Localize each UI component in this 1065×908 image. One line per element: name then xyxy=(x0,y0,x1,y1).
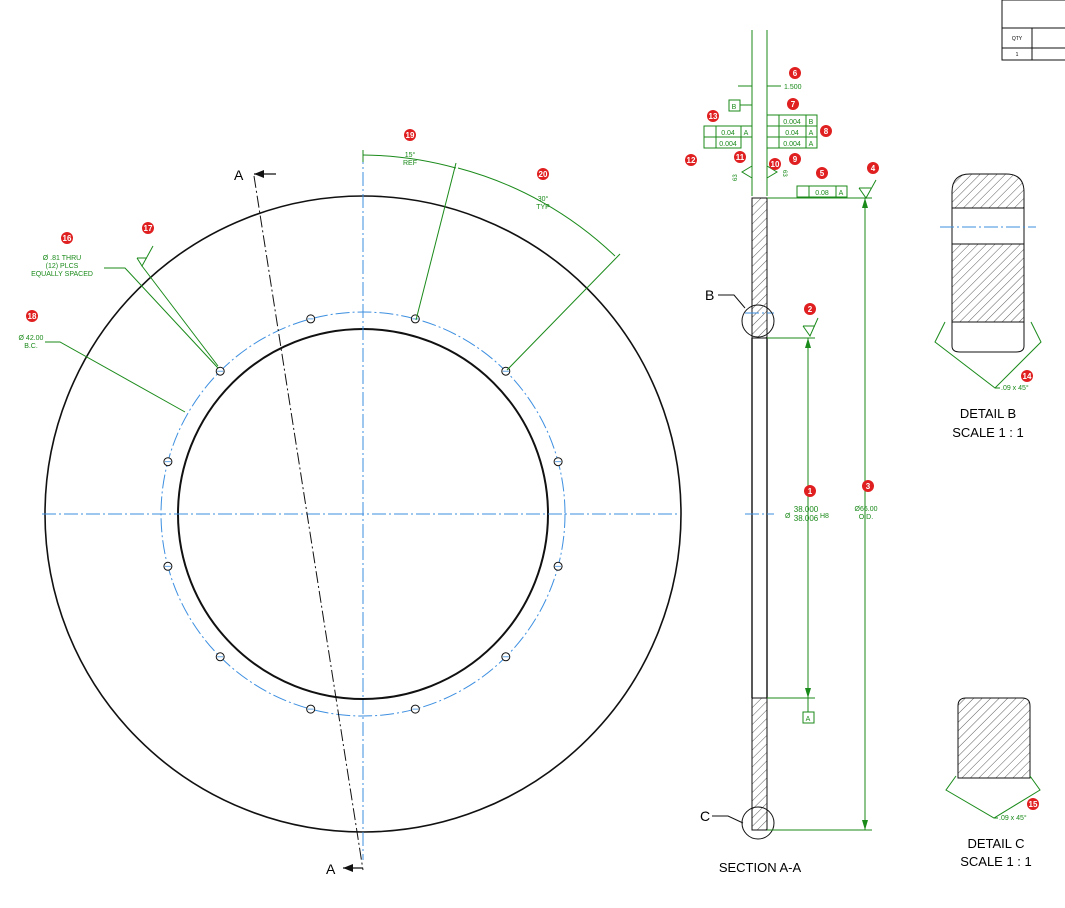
svg-text:20: 20 xyxy=(539,170,548,179)
balloon-9: 9 xyxy=(789,153,801,165)
frame-8-datum: A xyxy=(809,130,814,137)
balloon-14: 14 xyxy=(1021,370,1033,382)
frame-13b-value: 0.004 xyxy=(719,141,737,148)
balloon-20: 20 xyxy=(537,168,549,180)
detail-b-scale: SCALE 1 : 1 xyxy=(952,425,1024,440)
detail-c-mark: C xyxy=(700,808,710,824)
section-cut-line xyxy=(253,175,364,871)
balloon-12: 12 xyxy=(685,154,697,166)
balloon-6: 6 xyxy=(789,67,801,79)
svg-text:3: 3 xyxy=(866,482,871,491)
balloon-5: 5 xyxy=(816,167,828,179)
front-view: A A xyxy=(42,150,682,877)
balloon-16: 16 xyxy=(61,232,73,244)
balloon-1: 1 xyxy=(804,485,816,497)
section-dimensions: Ø66.00 O.D. Ø 38.000 38.006 H8 A 1.500 B… xyxy=(703,30,878,831)
bore-lower: 38.006 xyxy=(794,514,819,523)
angle-30-typ: TYP xyxy=(536,204,550,211)
svg-text:14: 14 xyxy=(1023,372,1032,381)
angle-15-ref: REF xyxy=(403,160,417,167)
bore-upper: 38.000 xyxy=(794,505,819,514)
frame-7-datum: B xyxy=(809,119,814,126)
section-label: SECTION A-A xyxy=(719,860,802,875)
detail-b-title: DETAIL B xyxy=(960,406,1016,421)
balloon-3: 3 xyxy=(862,480,874,492)
frame-5-datum: A xyxy=(839,190,844,197)
balloons: 1 2 3 4 5 6 7 8 9 10 11 12 13 14 15 16 1… xyxy=(26,67,1039,810)
frame-7-value: 0.004 xyxy=(783,119,801,126)
frame-9-value: 0.004 xyxy=(783,141,801,148)
section-mark-bottom: A xyxy=(326,861,336,877)
thickness-dim: 1.500 xyxy=(784,84,802,91)
balloon-18: 18 xyxy=(26,310,38,322)
angle-30: 30° xyxy=(538,195,549,203)
hole-callout-3: EQUALLY SPACED xyxy=(31,271,93,278)
frame-9-datum: A xyxy=(809,141,814,148)
datum-b: B xyxy=(732,104,737,111)
chamfer-b: .09 x 45° xyxy=(1001,384,1029,392)
svg-text:13: 13 xyxy=(709,112,718,121)
svg-text:2: 2 xyxy=(808,305,813,314)
datum-a: A xyxy=(806,716,811,723)
roughness-left: 63 xyxy=(733,174,739,181)
balloon-17: 17 xyxy=(142,222,154,234)
frame-8-value: 0.04 xyxy=(785,130,799,137)
balloon-8: 8 xyxy=(820,125,832,137)
svg-text:7: 7 xyxy=(791,100,796,109)
svg-text:4: 4 xyxy=(871,164,876,173)
od-dim: Ø66.00 xyxy=(855,506,878,513)
svg-text:12: 12 xyxy=(687,156,696,165)
svg-text:5: 5 xyxy=(820,169,825,178)
balloon-4: 4 xyxy=(867,162,879,174)
bc-callout-1: Ø 42.00 xyxy=(19,335,44,342)
frame-13a-value: 0.04 xyxy=(721,130,735,137)
bc-callout-2: B.C. xyxy=(24,343,38,350)
qty-header: QTY xyxy=(1012,36,1023,42)
section-view: B C SECTION A-A xyxy=(700,197,802,875)
svg-text:6: 6 xyxy=(793,69,798,78)
roughness-right: 63 xyxy=(781,170,787,177)
svg-text:8: 8 xyxy=(824,127,829,136)
hole-callout-2: (12) PLCS xyxy=(46,263,79,270)
balloon-19: 19 xyxy=(404,129,416,141)
balloon-10: 10 xyxy=(769,158,781,170)
detail-b-mark: B xyxy=(705,287,714,303)
svg-text:15: 15 xyxy=(1029,800,1038,809)
qty-value: 1 xyxy=(1016,52,1019,58)
svg-text:19: 19 xyxy=(406,131,415,140)
svg-text:1: 1 xyxy=(808,487,813,496)
od-label: O.D. xyxy=(859,514,873,521)
frame-13a-datum: A xyxy=(744,130,749,137)
svg-text:10: 10 xyxy=(771,160,780,169)
front-dimensions: 15° REF 30° TYP Ø .81 THRU (12) PLCS EQU… xyxy=(19,150,621,413)
svg-text:18: 18 xyxy=(28,312,37,321)
balloon-2: 2 xyxy=(804,303,816,315)
hole-callout-1: Ø .81 THRU xyxy=(43,255,81,262)
bore-symbol: Ø xyxy=(785,513,791,520)
svg-text:16: 16 xyxy=(63,234,72,243)
balloon-15: 15 xyxy=(1027,798,1039,810)
svg-text:17: 17 xyxy=(144,224,153,233)
detail-c-view: .09 x 45° DETAIL C SCALE 1 : 1 xyxy=(945,697,1041,869)
bore-fit: H8 xyxy=(820,513,829,520)
detail-c-scale: SCALE 1 : 1 xyxy=(960,854,1032,869)
detail-b-view: .09 x 45° DETAIL B SCALE 1 : 1 xyxy=(934,173,1042,440)
balloon-13: 13 xyxy=(707,110,719,122)
section-mark-top: A xyxy=(234,167,244,183)
svg-text:11: 11 xyxy=(736,153,745,162)
chamfer-c: .09 x 45° xyxy=(999,814,1027,822)
balloon-7: 7 xyxy=(787,98,799,110)
balloon-11: 11 xyxy=(734,151,746,163)
angle-15: 15° xyxy=(405,151,416,159)
frame-5-value: 0.08 xyxy=(815,190,829,197)
detail-c-title: DETAIL C xyxy=(967,836,1024,851)
svg-text:9: 9 xyxy=(793,155,798,164)
title-block: QTY 1 xyxy=(1001,0,1065,61)
